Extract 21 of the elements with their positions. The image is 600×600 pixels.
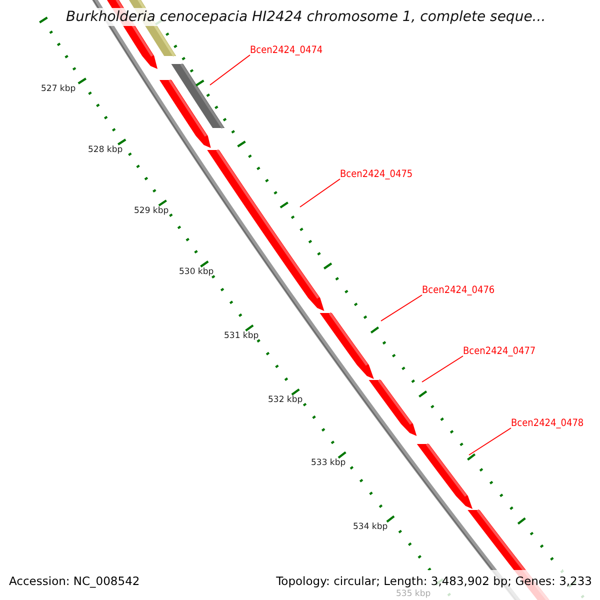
gene-label: Bcen2424_0477: [463, 346, 536, 358]
ruler-tick-label: 529 kbp: [134, 206, 169, 216]
gene-label: Bcen2424_0478: [511, 418, 584, 430]
ruler-tick-label: 530 kbp: [179, 267, 214, 277]
gene-label: Bcen2424_0474: [250, 45, 323, 57]
gene-label: Bcen2424_0476: [422, 285, 495, 297]
ruler-tick-label: 533 kbp: [311, 458, 346, 468]
leader-line: [380, 294, 422, 322]
leader-line: [422, 356, 464, 382]
leader-line: [300, 178, 340, 208]
ruler-tick-label: 534 kbp: [353, 522, 388, 532]
ruler-tick-label: 528 kbp: [88, 145, 123, 155]
ruler-tick-label: 531 kbp: [224, 331, 259, 341]
leader-line: [468, 428, 512, 456]
ruler-tick-label: 527 kbp: [41, 84, 76, 94]
ruler-tick-label: 532 kbp: [268, 395, 303, 405]
gene-label: Bcen2424_0475: [340, 169, 413, 181]
footer-info: Topology: circular; Length: 3,483,902 bp; Genes: 3,233: [276, 574, 592, 589]
leader-line: [210, 54, 250, 86]
footer-info: Accession: NC_008542: [9, 574, 140, 589]
ruler-tick-label: 535 kbp: [396, 589, 431, 599]
